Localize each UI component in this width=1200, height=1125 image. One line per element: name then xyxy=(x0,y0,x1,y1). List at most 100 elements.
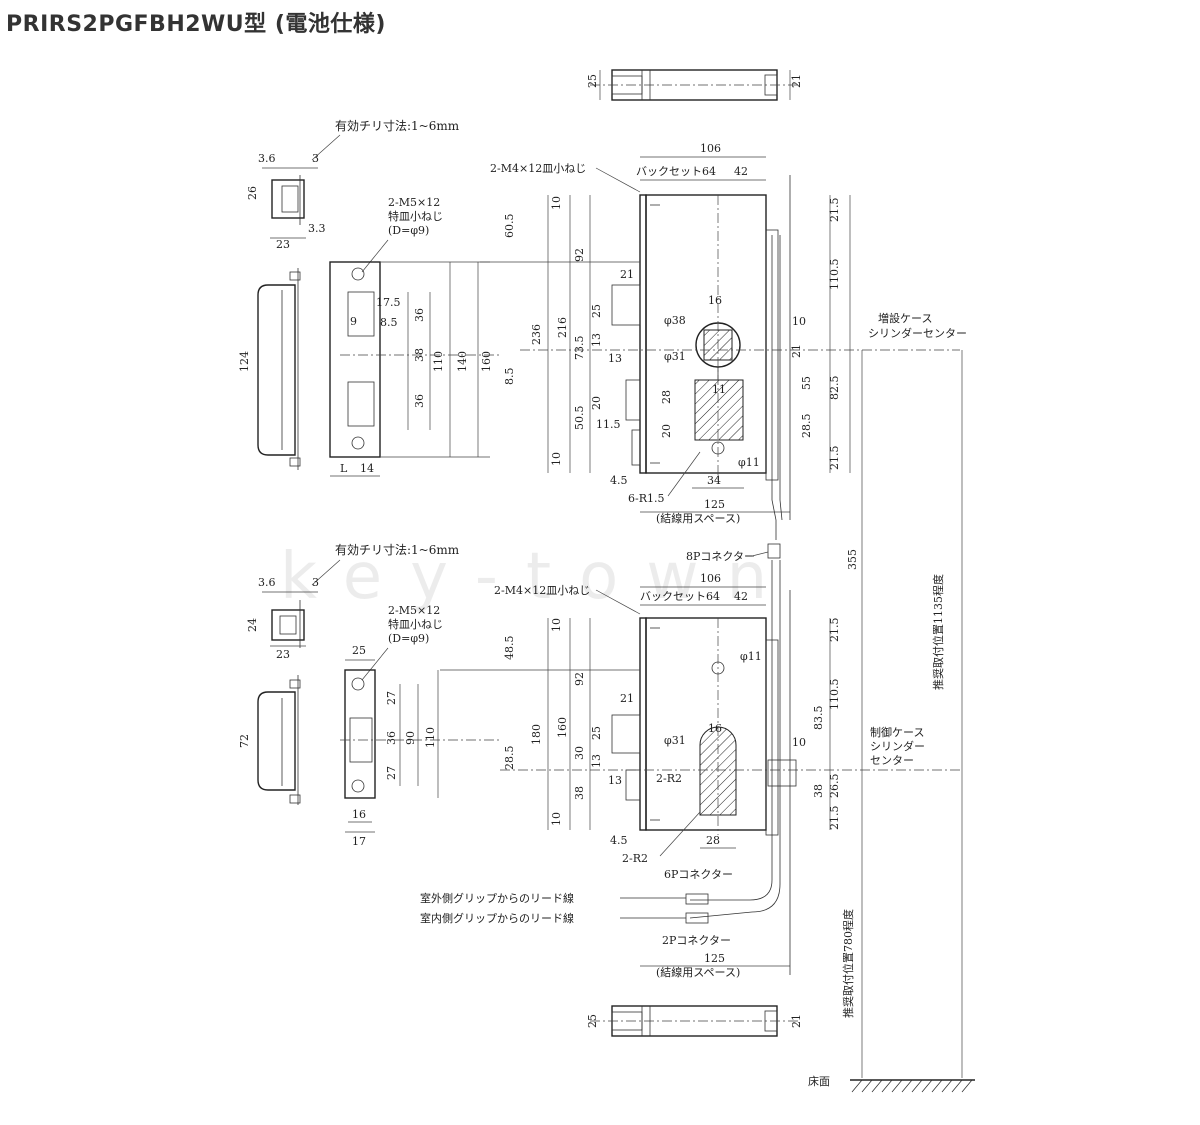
radius-label: 2-R2 xyxy=(656,772,682,785)
dim-text: 125 xyxy=(704,952,725,965)
dim-text: 125 xyxy=(704,498,725,511)
dim-text: 4.5 xyxy=(610,474,628,487)
screw-label: (D=φ9) xyxy=(388,632,429,645)
dim-text: 21.5 xyxy=(828,446,841,471)
lead-label: 室内側グリップからのリード線 xyxy=(420,911,574,925)
dim-text: 28.5 xyxy=(800,414,813,439)
top-strike-plate: 2-M5×12 特皿小ねじ (D=φ9) 17.5 9 8.5 36 38 36… xyxy=(329,196,500,477)
dim-text: 17 xyxy=(352,835,366,848)
dim-text: 34 xyxy=(707,474,721,487)
dim-text: 9 xyxy=(350,315,357,328)
dim-text: 3.6 xyxy=(258,576,276,589)
height-note: 推奨取付位置1135程度 xyxy=(931,574,945,690)
add-case-label: シリンダーセンター xyxy=(868,326,967,340)
dim-text: 17.5 xyxy=(376,296,401,309)
dim-text: 25 xyxy=(586,74,599,88)
dim-text: 48.5 xyxy=(503,636,516,661)
dim-text: 11.5 xyxy=(596,418,621,431)
dim-text: 20 xyxy=(660,424,673,438)
radius-label: 6-R1.5 xyxy=(628,492,665,505)
dim-text: 4.5 xyxy=(610,834,628,847)
dim-text: 90 xyxy=(404,731,417,745)
dim-text: L xyxy=(340,462,348,475)
space-label: (結線用スペース) xyxy=(656,511,740,525)
dim-text: 25 xyxy=(586,1014,599,1028)
dim-text: 38 xyxy=(573,786,586,800)
dim-text: 28.5 xyxy=(503,746,516,771)
bottom-strike-plate: 2-M5×12 特皿小ねじ (D=φ9) 25 27 36 27 90 110 … xyxy=(340,604,500,848)
top-pin-view: 25 21 xyxy=(586,69,803,101)
dim-text: 36 xyxy=(413,394,426,408)
connector-label: 8Pコネクター xyxy=(686,550,755,563)
floor-label: 床面 xyxy=(808,1074,830,1088)
screw-label: 2-M5×12 xyxy=(388,196,440,209)
dim-text: 110 xyxy=(432,351,445,372)
dim-text: 140 xyxy=(456,351,469,372)
dim-text: 50.5 xyxy=(573,406,586,431)
dim-text: 16 xyxy=(352,808,366,821)
dim-text: 82.5 xyxy=(828,376,841,401)
dim-text: 42 xyxy=(734,590,748,603)
dim-text: 30 xyxy=(573,746,586,760)
connector-label: 2Pコネクター xyxy=(662,934,731,947)
dim-text: 92 xyxy=(573,248,586,262)
dim-text: 73.5 xyxy=(573,336,586,361)
dim-text: 10 xyxy=(550,812,563,826)
bottom-strike-side: 有効チリ寸法:1~6mm 3.6 3 24 23 72 xyxy=(238,542,460,805)
dim-text: 13 xyxy=(590,333,603,347)
dim-text: φ11 xyxy=(740,650,762,663)
body-screw-label: 2-M4×12皿小ねじ xyxy=(490,162,586,175)
dim-text: 106 xyxy=(700,142,721,155)
dim-text: 21.5 xyxy=(828,806,841,831)
dim-text: 355 xyxy=(846,549,859,570)
dim-text: 8.5 xyxy=(503,368,516,386)
add-case-label: 増設ケース xyxy=(878,311,932,325)
dim-text: φ38 xyxy=(664,314,686,327)
strike-note: 有効チリ寸法:1~6mm xyxy=(335,542,460,557)
dim-text: 23 xyxy=(276,238,290,251)
dim-text: 21 xyxy=(620,268,634,281)
backset-label: バックセット64 xyxy=(640,590,720,603)
strike-note: 有効チリ寸法:1~6mm xyxy=(335,118,460,133)
screw-label: 特皿小ねじ xyxy=(388,209,443,223)
dim-text: 21 xyxy=(790,344,803,358)
dim-text: 20 xyxy=(590,396,603,410)
control-case-label: 制御ケース xyxy=(870,725,924,739)
dim-text: 23 xyxy=(276,648,290,661)
dim-text: 8.5 xyxy=(380,316,398,329)
control-case-label: センター xyxy=(870,754,914,767)
dim-text: 3.3 xyxy=(308,222,326,235)
dim-text: 3 xyxy=(312,152,319,165)
top-strike-side: 有効チリ寸法:1~6mm 3.6 3 26 3.3 23 124 xyxy=(238,118,460,470)
page-title: PRIRS2PGFBH2WU型 (電池仕様) xyxy=(6,12,386,37)
dim-text: 10 xyxy=(792,736,806,749)
dim-text: 83.5 xyxy=(812,706,825,731)
dim-text: 21 xyxy=(790,1014,803,1028)
dim-text: 60.5 xyxy=(503,214,516,239)
dim-text: 16 xyxy=(708,722,722,735)
screw-label: 2-M5×12 xyxy=(388,604,440,617)
body-screw-label: 2-M4×12皿小ねじ xyxy=(494,584,590,597)
dim-text: 36 xyxy=(385,731,398,745)
dim-text: 110 xyxy=(424,727,437,748)
dim-text: 92 xyxy=(573,672,586,686)
dim-text: 10 xyxy=(550,452,563,466)
screw-label: (D=φ9) xyxy=(388,224,429,237)
screw-label: 特皿小ねじ xyxy=(388,617,443,631)
dim-text: 28 xyxy=(706,834,720,847)
dim-text: 106 xyxy=(700,572,721,585)
dim-text: 216 xyxy=(556,317,569,338)
dim-text: 27 xyxy=(385,691,398,705)
dim-text: 26 xyxy=(246,186,259,200)
dim-text: 38 xyxy=(812,784,825,798)
space-label: (結線用スペース) xyxy=(656,965,740,979)
dim-text: 38 xyxy=(413,348,426,362)
dim-text: φ31 xyxy=(664,350,686,363)
backset-label: バックセット64 xyxy=(636,165,716,178)
dim-text: 3.6 xyxy=(258,152,276,165)
top-lock-body: 2-M4×12皿小ねじ 106 バックセット64 42 16 φ38 φ31 1… xyxy=(480,142,967,563)
connector-label: 6Pコネクター xyxy=(664,868,733,881)
dim-text: 25 xyxy=(590,304,603,318)
dim-text: 160 xyxy=(556,717,569,738)
